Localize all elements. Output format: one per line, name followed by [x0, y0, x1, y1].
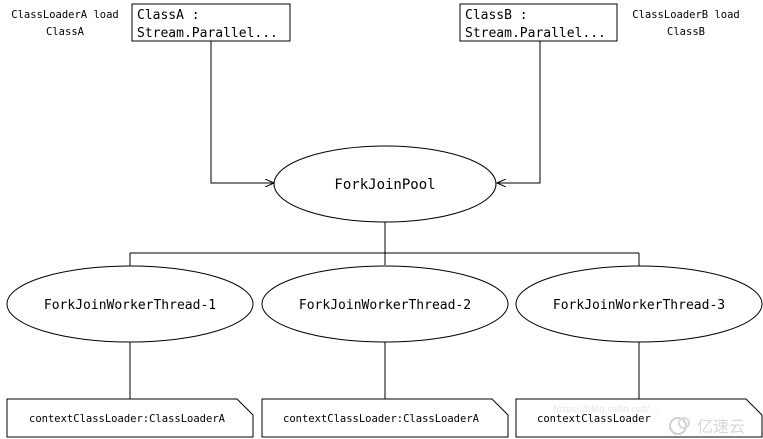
class-a-box: ClassA : Stream.Parallel...	[131, 3, 291, 42]
class-b-to-pool-arrow	[497, 41, 541, 183]
context-loader-2-label: contextClassLoader:ClassLoaderA	[283, 413, 480, 425]
pool-to-threads-connector	[129, 222, 640, 267]
watermark: https://blog.csdn.net/... 亿速云	[553, 405, 745, 436]
fork-join-pool-label: ForkJoinPool	[334, 177, 435, 193]
watermark-logo-icon	[669, 417, 690, 435]
class-b-box: ClassB : Stream.Parallel...	[459, 3, 618, 42]
context-loader-1-label: contextClassLoader:ClassLoaderA	[29, 413, 226, 425]
watermark-url: https://blog.csdn.net/...	[553, 405, 658, 415]
class-b-call: Stream.Parallel...	[465, 26, 606, 41]
context-loader-note-2: contextClassLoader:ClassLoaderA	[261, 398, 509, 438]
classloader-b-note-line1: ClassLoaderB load	[632, 9, 739, 21]
context-loader-note-1: contextClassLoader:ClassLoaderA	[6, 398, 254, 438]
context-loader-3-label: contextClassLoader	[537, 413, 651, 425]
watermark-logo-text: 亿速云	[697, 417, 745, 436]
class-a-call: Stream.Parallel...	[137, 26, 278, 41]
worker-thread-3-node: ForkJoinWorkerThread-3	[515, 265, 763, 343]
worker-thread-1-label: ForkJoinWorkerThread-1	[44, 298, 216, 313]
worker-thread-3-label: ForkJoinWorkerThread-3	[553, 298, 725, 313]
worker-thread-2-label: ForkJoinWorkerThread-2	[299, 298, 471, 313]
class-a-to-pool-arrow	[210, 41, 274, 183]
worker-thread-1-node: ForkJoinWorkerThread-1	[6, 265, 254, 343]
class-b-title: ClassB :	[465, 8, 528, 23]
worker-thread-2-node: ForkJoinWorkerThread-2	[261, 265, 509, 343]
fork-join-pool-node: ForkJoinPool	[273, 145, 497, 223]
classloader-a-note-line1: ClassLoaderA load	[11, 9, 118, 21]
classloader-b-note-line2: ClassB	[667, 26, 705, 38]
context-loader-note-3: contextClassLoader	[515, 398, 763, 438]
classloader-a-note-line2: ClassA	[46, 26, 85, 38]
class-a-title: ClassA :	[137, 8, 200, 23]
